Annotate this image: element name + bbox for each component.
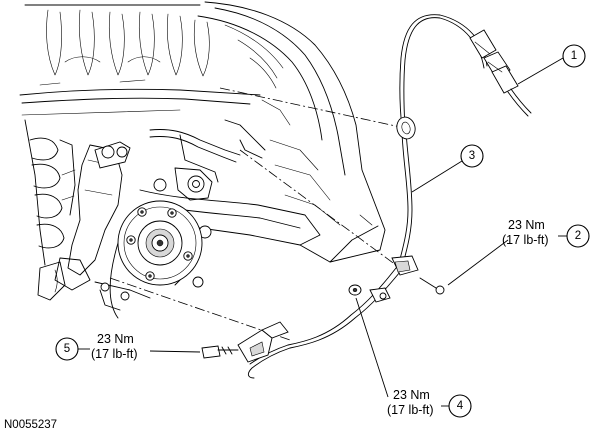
suspension-details	[37, 261, 151, 311]
wheel-speed-sensor	[201, 321, 289, 363]
harness-clip	[391, 255, 445, 295]
callout-5: 5 23 Nm (17 lb-ft)	[55, 332, 138, 361]
harness-connector	[469, 29, 532, 117]
knuckle	[54, 141, 131, 291]
svg-text:3: 3	[469, 150, 475, 162]
figure-id: N0055237	[4, 419, 57, 431]
callout-1: 1	[562, 44, 586, 68]
callout-2: 23 Nm (17 lb-ft) 2	[502, 218, 590, 248]
svg-text:5: 5	[64, 343, 70, 355]
body-structure	[19, 4, 261, 116]
torque-lbft-2: (17 lb-ft)	[502, 233, 549, 247]
splash-shield	[197, 1, 386, 263]
callout-3: 3	[460, 144, 484, 168]
abs-sensor-harness	[247, 14, 488, 379]
wheel-hub	[109, 200, 203, 319]
strut-assembly	[24, 119, 76, 266]
torque-lbft-4: (17 lb-ft)	[387, 403, 434, 417]
clip-bolt	[348, 284, 391, 303]
callout-4: 23 Nm (17 lb-ft) 4	[387, 388, 472, 418]
torque-nm-5: 23 Nm	[97, 332, 134, 346]
torque-lbft-5: (17 lb-ft)	[91, 347, 138, 361]
torque-nm-2: 23 Nm	[508, 218, 545, 232]
svg-text:4: 4	[457, 400, 464, 412]
torque-nm-4: 23 Nm	[393, 388, 430, 402]
harness-bracket	[149, 119, 266, 183]
svg-text:2: 2	[575, 230, 581, 242]
svg-text:1: 1	[571, 50, 577, 62]
assembly-centerlines	[109, 87, 406, 341]
leader-lines	[149, 57, 564, 398]
